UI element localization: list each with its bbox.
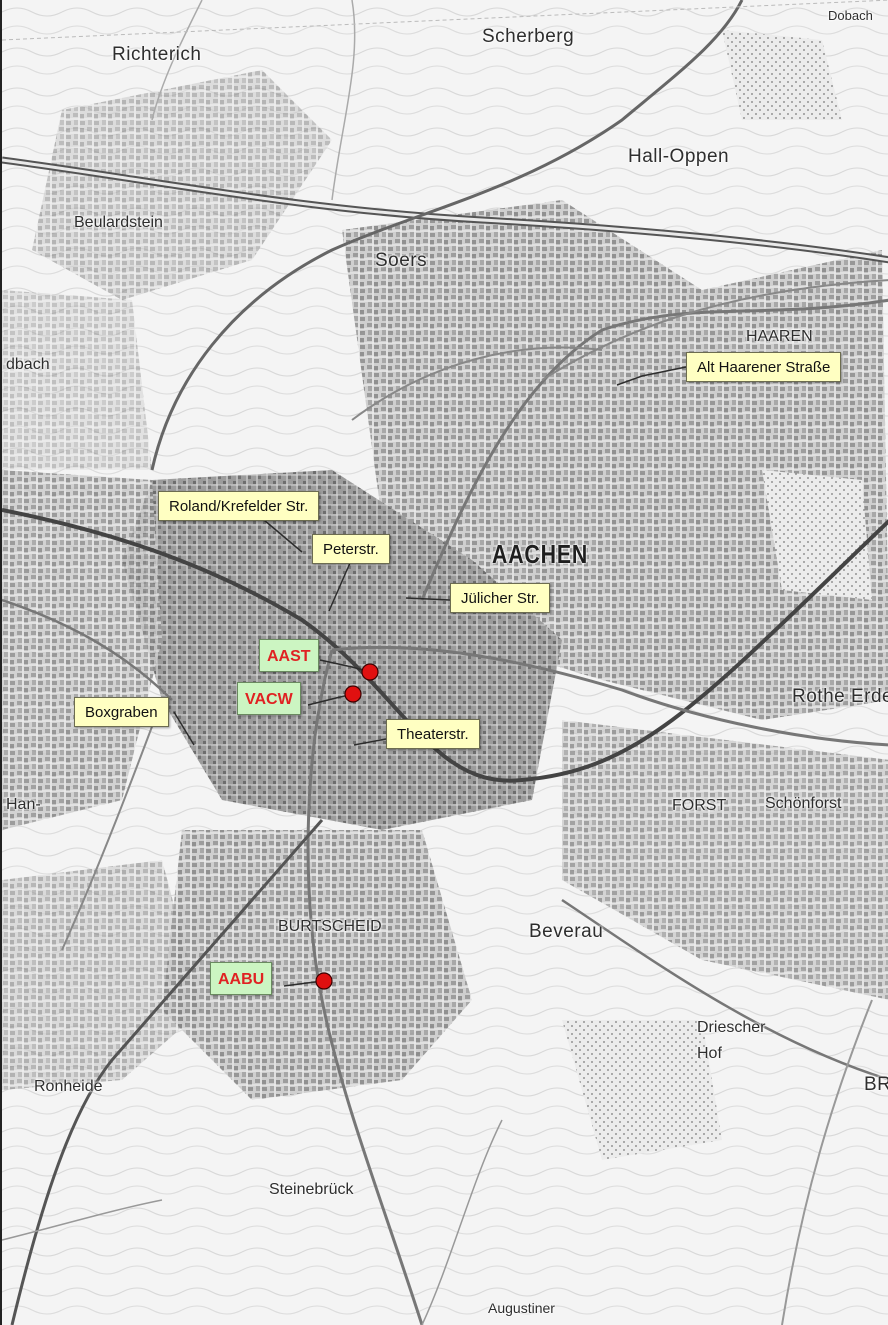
place-label-bra: BRA	[864, 1074, 888, 1095]
place-label-driescher-hof: Driescher Hof	[697, 1019, 766, 1062]
place-label-dbach: dbach	[6, 356, 50, 373]
station-tag-vacw[interactable]: VACW	[237, 682, 301, 715]
station-tag-aabu[interactable]: AABU	[210, 962, 273, 995]
callout-roland-krefelder-str[interactable]: Roland/Krefelder Str.	[158, 491, 320, 521]
place-label-rothe-erde: Rothe Erde	[792, 686, 888, 707]
place-label-dobach: Dobach	[828, 8, 873, 23]
callout-alt-haarener-strasse[interactable]: Alt Haarener Straße	[686, 352, 842, 382]
station-tag-aast[interactable]: AAST	[259, 639, 319, 672]
callout-peterstr[interactable]: Peterstr.	[312, 534, 390, 564]
callout-theaterstr[interactable]: Theaterstr.	[386, 719, 480, 749]
place-label-han: Han-	[6, 796, 41, 813]
place-label-ronheide: Ronheide	[34, 1078, 103, 1095]
place-label-schoenforst: Schönforst	[765, 795, 842, 812]
place-label-burtscheid: BURTSCHEID	[278, 918, 382, 935]
place-label-steinebrueck: Steinebrück	[269, 1181, 354, 1198]
place-label-richterich: Richterich	[112, 44, 202, 65]
place-label-scherberg: Scherberg	[482, 26, 575, 47]
place-label-hall-oppen: Hall-Oppen	[628, 146, 730, 167]
callout-juelicher-str[interactable]: Jülicher Str.	[450, 583, 551, 613]
place-label-forst: FORST	[672, 797, 727, 814]
place-label-beverau: Beverau	[529, 921, 604, 942]
place-label-beulardstein: Beulardstein	[74, 214, 163, 231]
place-label-soers: Soers	[375, 250, 428, 271]
place-label-haaren: HAAREN	[746, 328, 813, 345]
city-label-aachen: AACHEN	[492, 539, 589, 569]
place-label-augustiner: Augustiner	[488, 1300, 555, 1316]
callout-boxgraben[interactable]: Boxgraben	[74, 697, 169, 727]
